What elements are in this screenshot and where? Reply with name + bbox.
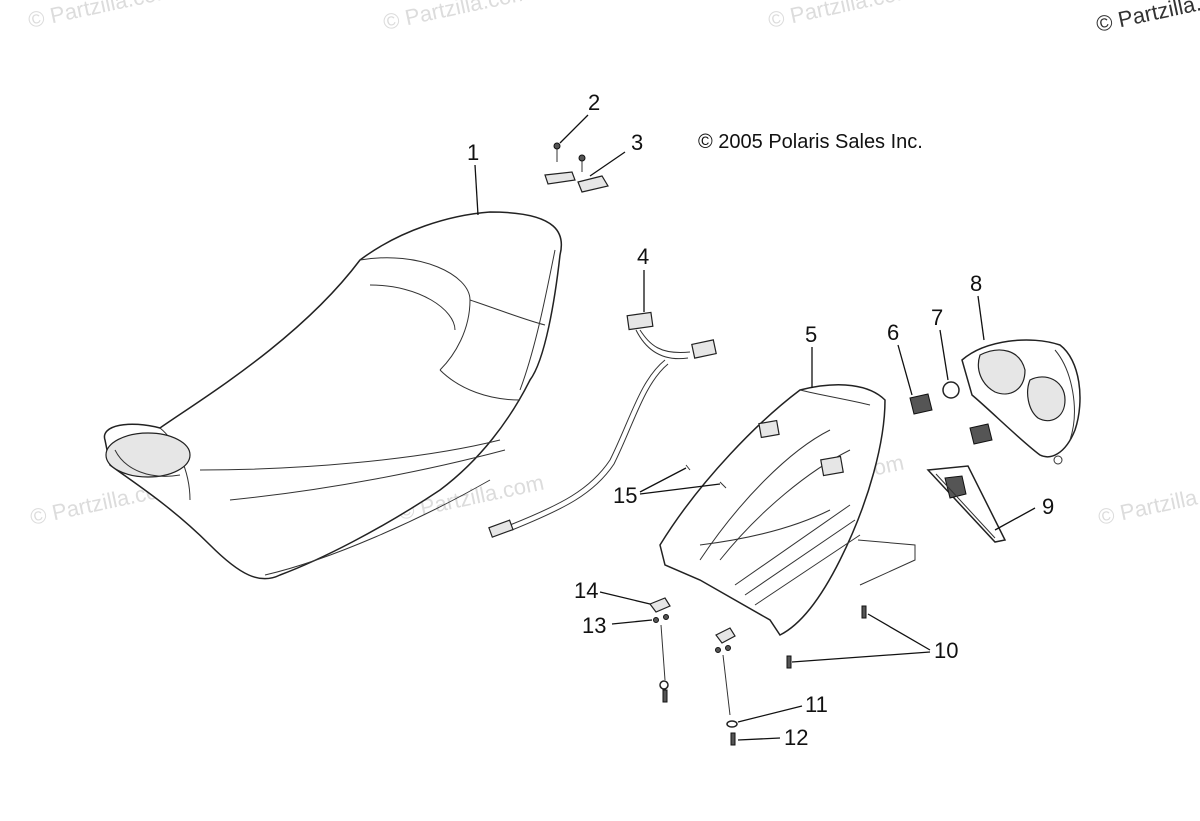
watermark-right: © Partzilla.com [1096, 475, 1200, 530]
wire-harness-part-4 [488, 311, 717, 538]
watermark-top-center: © Partzilla.com [381, 0, 531, 35]
copyright-text: © 2005 Polaris Sales Inc. [698, 131, 923, 153]
tail-housing-part-5 [659, 384, 916, 636]
callout-13: 13 [582, 613, 606, 638]
callout-4: 4 [637, 244, 649, 269]
callout-10: 10 [934, 638, 958, 663]
leader-lines [474, 114, 1036, 741]
callout-7: 7 [931, 305, 943, 330]
callout-8: 8 [970, 271, 982, 296]
watermark-top-right: © Partzilla.com [766, 0, 916, 33]
callout-12: 12 [784, 725, 808, 750]
callout-5: 5 [805, 322, 817, 347]
callout-1: 1 [467, 140, 479, 165]
bracket-part-9 [926, 465, 1007, 543]
callout-numbers: 1 2 3 4 5 6 7 8 9 10 11 12 13 14 15 [467, 90, 1054, 750]
callout-2: 2 [588, 90, 600, 115]
callout-6: 6 [887, 320, 899, 345]
callout-14: 14 [574, 578, 598, 603]
watermark-corner: © Partzilla.com [1094, 0, 1200, 37]
latch-part-2-3 [544, 142, 609, 193]
callout-15: 15 [613, 483, 637, 508]
callout-3: 3 [631, 130, 643, 155]
hardware-parts [649, 464, 867, 746]
tail-light-part-8 [961, 339, 1081, 465]
seat-part-1 [103, 211, 563, 580]
watermark-top-left: © Partzilla.com [26, 0, 176, 33]
callout-9: 9 [1042, 494, 1054, 519]
callout-11: 11 [805, 692, 828, 717]
